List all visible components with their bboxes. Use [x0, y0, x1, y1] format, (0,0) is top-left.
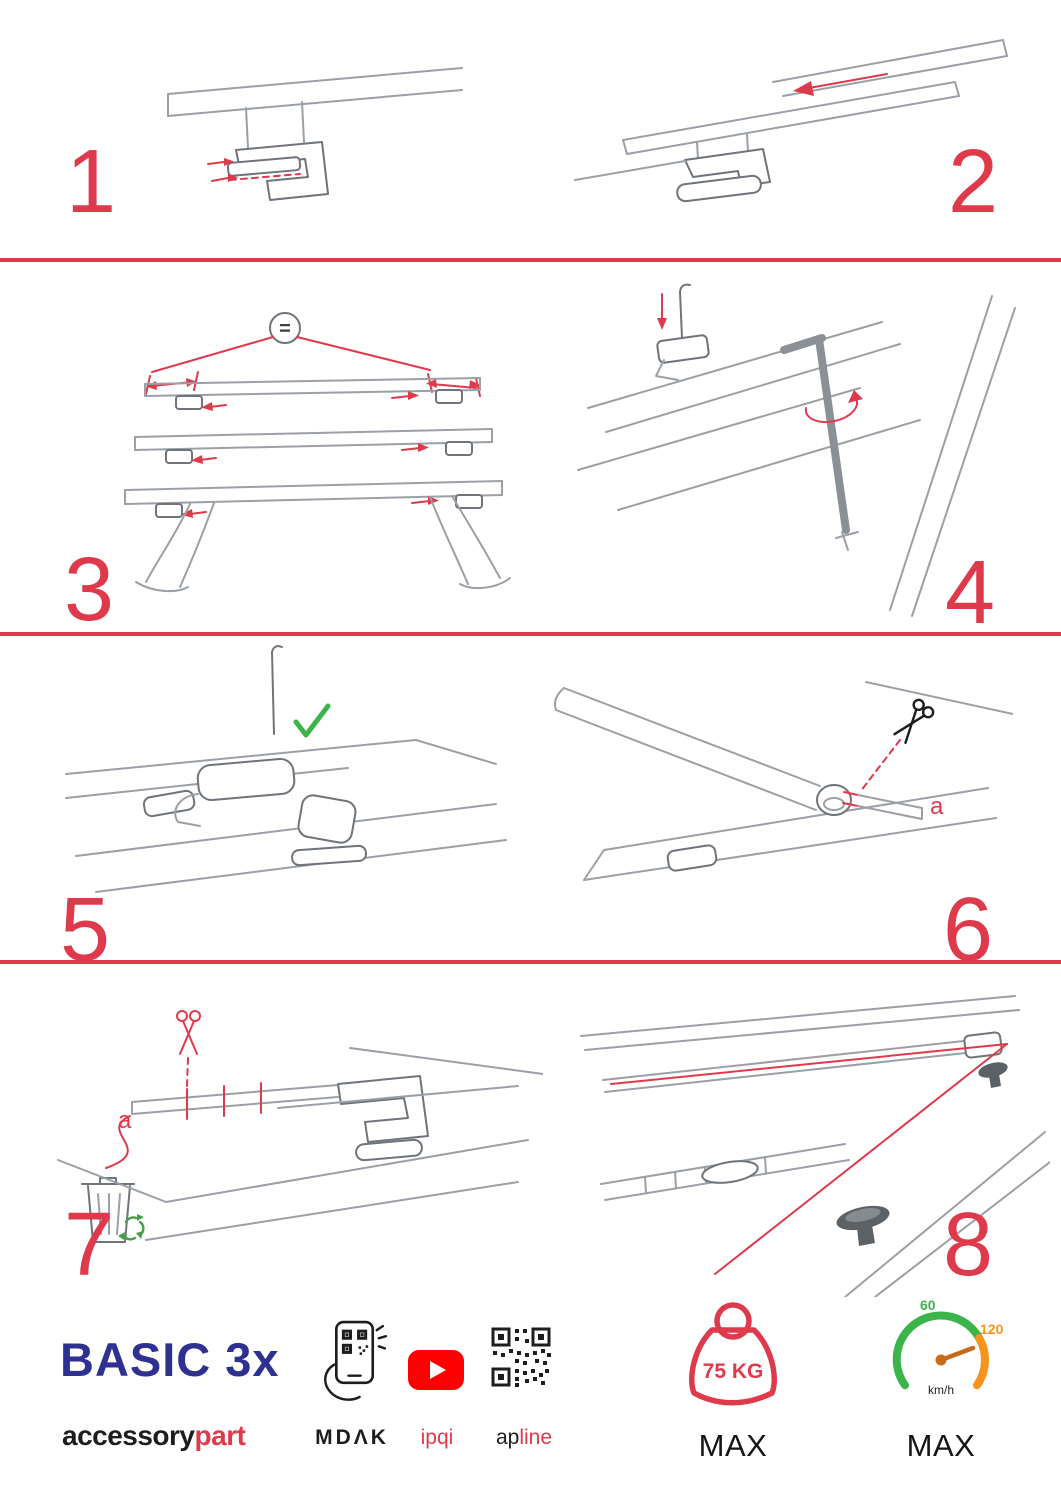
weight-value: 75 KG: [703, 1360, 764, 1383]
step-3-illustration: =: [124, 312, 511, 593]
trash-bin-icon: [81, 1177, 135, 1243]
gauge-unit-label: km/h: [928, 1383, 954, 1397]
step-2-number: 2: [948, 132, 998, 232]
rotate-arrow: [804, 390, 863, 423]
ipqi-label: ipqi: [420, 1426, 454, 1449]
insert-arrows: [207, 158, 301, 182]
support-legs: [135, 495, 511, 593]
roof-edge: [772, 39, 1008, 97]
clamp-bracket: [235, 101, 329, 201]
window-pillar: [889, 295, 1016, 617]
mdak-label: MDΛK: [315, 1426, 389, 1449]
gauge-high-label: 120: [980, 1321, 1004, 1337]
step-7-panel: a: [38, 988, 543, 1286]
screw-detail: [835, 531, 859, 551]
step-4-number: 4: [945, 543, 995, 643]
hex-key: [780, 334, 850, 534]
step-7-number: 7: [64, 1195, 114, 1295]
step-4-illustration: [577, 283, 1016, 617]
cut-line: [859, 739, 901, 793]
part-label-a: a: [118, 1107, 132, 1134]
weight-max-icon: 75 KG: [668, 1296, 798, 1414]
phone-qr-scan-icon: [314, 1318, 390, 1404]
discard-squiggle: [105, 1115, 131, 1169]
alignment-guides: [610, 1043, 1008, 1275]
step-4-panel: [560, 278, 1020, 618]
brand-subtitle: accessorypart: [62, 1420, 246, 1452]
section-divider-2: [0, 632, 1061, 636]
checkmark-icon: [293, 703, 331, 738]
section-divider-1: [0, 258, 1061, 262]
bar-foot-clamps: [155, 389, 483, 518]
step-5-illustration: [65, 645, 507, 893]
section-divider-3: [0, 960, 1061, 964]
apline-red: line: [519, 1426, 553, 1449]
step-6-panel: a: [548, 652, 1013, 917]
speed-max-label: MAX: [906, 1428, 976, 1463]
step-5-panel: [48, 642, 518, 927]
apline-label: apline: [476, 1426, 572, 1450]
roof-rail: [167, 67, 463, 117]
step-1-number: 1: [66, 132, 116, 232]
step-8-number: 8: [943, 1195, 993, 1295]
side-rail-strip: [600, 1143, 850, 1201]
step-3-number: 3: [64, 540, 114, 640]
qr-code-icon: [490, 1326, 552, 1388]
strip-with-cut-marks: [131, 1082, 339, 1120]
foot-pad: [666, 844, 718, 872]
roof-lines: [583, 681, 1013, 881]
apline-black: ap: [495, 1426, 520, 1449]
crossbar: [554, 687, 852, 816]
locking-pin: [271, 645, 283, 735]
part-label-a: a: [930, 793, 944, 820]
t-bolt-small: [978, 1062, 1008, 1088]
roof-edges: [580, 995, 1050, 1297]
rubber-strip-end: [842, 791, 923, 820]
step-2-illustration: [574, 39, 1008, 203]
clamp: [676, 133, 771, 203]
step-8-panel: [545, 982, 1050, 1297]
equals-badge-icon: =: [151, 312, 431, 373]
roof-rail-lines: [577, 321, 921, 511]
gauge-low-label: 60: [920, 1297, 936, 1313]
brand-logo: BASIC 3x: [60, 1333, 280, 1386]
scissors-icon: [893, 698, 935, 744]
clamp-and-roof: [57, 1047, 543, 1241]
cut-guide: [186, 1057, 189, 1087]
step-1-illustration: [167, 67, 463, 201]
clamp-assembly: [142, 757, 367, 867]
crossbars: [124, 377, 503, 505]
crossbar: [602, 1031, 1003, 1093]
speed-gauge-icon: 60 120 km/h: [876, 1296, 1006, 1414]
youtube-play-icon: [408, 1350, 464, 1390]
step-6-illustration: a: [554, 681, 1013, 881]
weight-max-label: MAX: [698, 1428, 768, 1463]
equals-label: =: [279, 318, 291, 340]
locking-pin: [679, 283, 691, 339]
step-3-panel: =: [40, 290, 530, 620]
insert-arrow: [657, 293, 667, 330]
scissors-icon: [176, 1010, 201, 1055]
slide-arrow: [793, 73, 888, 96]
rail-clamp: [655, 334, 710, 381]
insert-plate: [226, 156, 302, 177]
brand-sub-red: part: [194, 1420, 246, 1451]
step-2-panel: [535, 28, 1015, 223]
step-7-illustration: a: [57, 1010, 543, 1243]
brand-sub-black: accessory: [62, 1420, 195, 1451]
t-bolt-large: [836, 1205, 890, 1246]
roof-line: [574, 160, 686, 181]
step-8-illustration: [580, 995, 1050, 1297]
adjust-arrows: [181, 391, 439, 518]
step-1-panel: [150, 60, 480, 240]
crossbar-strip: [622, 81, 960, 155]
recycle-icon: [118, 1214, 145, 1241]
